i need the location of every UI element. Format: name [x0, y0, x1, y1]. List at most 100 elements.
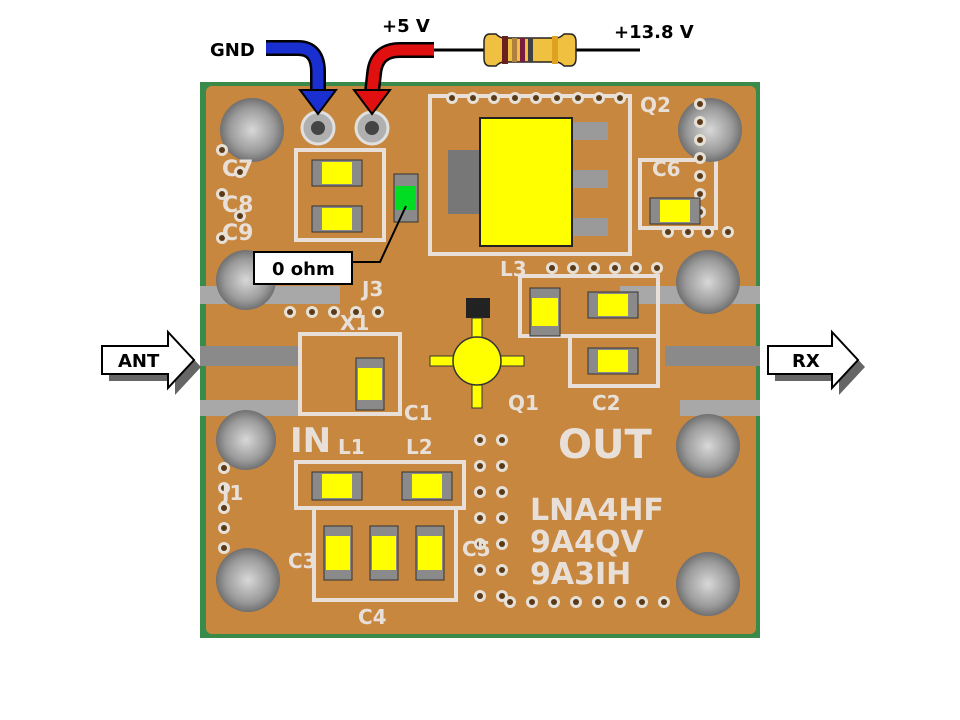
via-hole-center: [491, 95, 497, 101]
via-hole-center: [575, 95, 581, 101]
smd-part: [587, 291, 639, 319]
silk-ref-l2: L2: [406, 435, 433, 459]
smd-part: [529, 287, 561, 337]
smd-part: [649, 197, 701, 225]
via-hole-center: [551, 599, 557, 605]
silk-ref-c4: C4: [358, 605, 387, 629]
smd-part: [311, 471, 363, 501]
via-hole-center: [221, 465, 227, 471]
via-hole-center: [697, 191, 703, 197]
smd-part: [355, 357, 385, 411]
via-hole-center: [477, 593, 483, 599]
via-hole-center: [237, 169, 243, 175]
silk-in-label: IN: [290, 421, 331, 461]
silk-out-label: OUT: [558, 422, 652, 468]
silk-ref-c1: C1: [404, 401, 433, 425]
gnd-arrow: [266, 40, 338, 116]
via-hole-center: [477, 515, 483, 521]
via-hole-center: [533, 95, 539, 101]
via-hole-center: [449, 95, 455, 101]
via-hole-center: [219, 191, 225, 197]
via-hole-center: [221, 485, 227, 491]
smd-part: [311, 159, 363, 187]
via-hole-center: [705, 229, 711, 235]
via-hole-center: [554, 95, 560, 101]
via-hole-center: [221, 505, 227, 511]
via-hole-center: [375, 309, 381, 315]
via-hole-center: [477, 541, 483, 547]
via-hole-center: [237, 213, 243, 219]
silk-ref-l1: L1: [338, 435, 365, 459]
via-hole-center: [219, 235, 225, 241]
silk-model: LNA4HF: [530, 493, 664, 528]
silk-call2: 9A3IH: [530, 557, 631, 592]
ant-arrow: [101, 329, 201, 395]
smd-part: [401, 471, 453, 501]
smd-part: [415, 525, 445, 581]
via-hole-center: [470, 95, 476, 101]
via-hole-center: [697, 137, 703, 143]
via-hole-center: [617, 599, 623, 605]
via-hole-center: [573, 599, 579, 605]
via-hole-center: [697, 173, 703, 179]
via-hole-center: [612, 265, 618, 271]
via-hole-center: [697, 101, 703, 107]
silk-ref-c5: C5: [462, 537, 491, 561]
via-hole-center: [331, 309, 337, 315]
via-hole-center: [309, 309, 315, 315]
via-hole-center: [477, 437, 483, 443]
silk-ref-q1: Q1: [508, 391, 539, 415]
via-hole-center: [617, 95, 623, 101]
via-hole-center: [499, 437, 505, 443]
silk-ref-x1: X1: [340, 311, 369, 335]
zero-ohm-label: 0 ohm: [272, 259, 335, 280]
via-hole-center: [499, 541, 505, 547]
silk-ref-c2: C2: [592, 391, 621, 415]
zero-ohm-callout: [253, 205, 407, 285]
via-hole-center: [499, 593, 505, 599]
smd-part: [311, 205, 363, 233]
rx-arrow: [767, 329, 865, 395]
via-hole-center: [287, 309, 293, 315]
via-hole-center: [477, 567, 483, 573]
smd-components: [311, 159, 701, 581]
via-hole-center: [499, 489, 505, 495]
via-hole-center: [685, 229, 691, 235]
via-hole-center: [499, 463, 505, 469]
via-hole-center: [219, 147, 225, 153]
via-hole-center: [661, 599, 667, 605]
via-hole-center: [477, 463, 483, 469]
via-hole-center: [639, 599, 645, 605]
silk-ref-j1: J1: [220, 481, 243, 505]
silk-ref-c3: C3: [288, 549, 317, 573]
silk-ref-c8: C8: [222, 193, 253, 218]
via-hole-center: [570, 265, 576, 271]
silkscreen-text: IN OUT LNA4HF 9A4QV 9A3IH C7 C8 C9 J3 X1…: [220, 93, 681, 629]
via-hole-center: [665, 229, 671, 235]
silk-ref-q2: Q2: [640, 93, 671, 117]
ant-label: ANT: [118, 351, 160, 372]
via-hole-center: [591, 265, 597, 271]
smd-part: [323, 525, 353, 581]
transistor-q1: [429, 298, 525, 409]
silk-ref-l3: L3: [500, 257, 527, 281]
via-hole-center: [221, 545, 227, 551]
zero-ohm-jumper: [393, 173, 419, 223]
via-hole-center: [654, 265, 660, 271]
plus5v-label: +5 V: [382, 16, 430, 37]
via-hole-center: [633, 265, 639, 271]
via-hole-center: [697, 119, 703, 125]
smd-part: [369, 525, 399, 581]
silk-call1: 9A4QV: [530, 525, 644, 560]
via-hole-center: [353, 309, 359, 315]
silk-ref-c9: C9: [222, 221, 253, 246]
resistor-icon: [434, 33, 640, 67]
via-hole-center: [725, 229, 731, 235]
silk-ref-j3: J3: [360, 277, 383, 301]
via-hole-center: [549, 265, 555, 271]
via-hole-center: [507, 599, 513, 605]
plus13v8-label: +13.8 V: [614, 22, 694, 43]
voltage-regulator: [448, 117, 608, 247]
via-hole-center: [221, 525, 227, 531]
